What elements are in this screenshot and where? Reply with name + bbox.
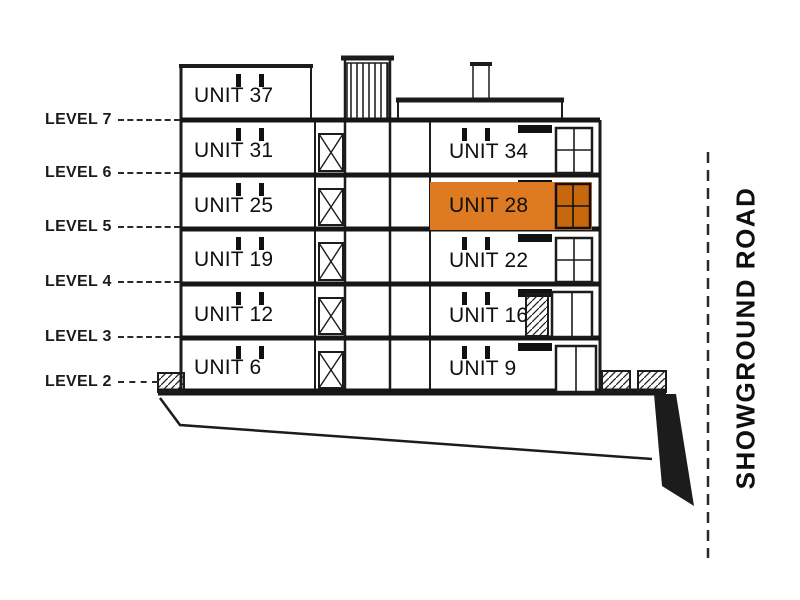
unit-34-label: UNIT 34 bbox=[449, 140, 529, 163]
right-footing-2 bbox=[637, 370, 667, 393]
balcony-doors bbox=[525, 126, 598, 394]
unit-9-label: UNIT 9 bbox=[449, 357, 517, 380]
unit-28-highlight bbox=[430, 182, 592, 230]
level-7-label: LEVEL 7 bbox=[45, 111, 112, 128]
ground-works bbox=[157, 370, 694, 506]
ground-slope-line bbox=[158, 397, 653, 461]
unit-25-label: UNIT 25 bbox=[194, 194, 274, 217]
level-5-row: LEVEL 5 bbox=[45, 217, 180, 237]
unit-6-label: UNIT 6 bbox=[194, 356, 262, 379]
ground-cut-wedge bbox=[654, 394, 694, 506]
level-3-label: LEVEL 3 bbox=[45, 328, 112, 345]
level-4-dash bbox=[117, 281, 180, 283]
unit-37-label: UNIT 37 bbox=[194, 84, 274, 107]
unit-22-label: UNIT 22 bbox=[449, 249, 529, 272]
road-name-label: SHOWGROUND ROAD bbox=[730, 186, 761, 490]
level-2-label: LEVEL 2 bbox=[45, 373, 112, 390]
stair-hatch-boxes bbox=[318, 133, 344, 389]
level-4-row: LEVEL 4 bbox=[45, 272, 180, 292]
unit-12-label: UNIT 12 bbox=[194, 303, 274, 326]
left-footing bbox=[157, 372, 185, 393]
level-5-dash bbox=[117, 226, 180, 228]
level-7-dash bbox=[117, 119, 180, 121]
right-footing-1 bbox=[601, 370, 631, 393]
level-2-row: LEVEL 2 bbox=[45, 372, 158, 392]
level-6-dash bbox=[117, 172, 180, 174]
level-6-label: LEVEL 6 bbox=[45, 164, 112, 181]
level-4-label: LEVEL 4 bbox=[45, 273, 112, 290]
unit-28-label: UNIT 28 bbox=[449, 194, 529, 217]
level-3-dash bbox=[117, 336, 180, 338]
level-7-row: LEVEL 7 bbox=[45, 110, 180, 130]
unit-31-label: UNIT 31 bbox=[194, 139, 274, 162]
level-3-row: LEVEL 3 bbox=[45, 327, 180, 347]
unit-19-label: UNIT 19 bbox=[194, 248, 274, 271]
level-6-row: LEVEL 6 bbox=[45, 163, 180, 183]
level-2-dash bbox=[117, 381, 158, 383]
level-5-label: LEVEL 5 bbox=[45, 218, 112, 235]
unit-16-label: UNIT 16 bbox=[449, 304, 529, 327]
